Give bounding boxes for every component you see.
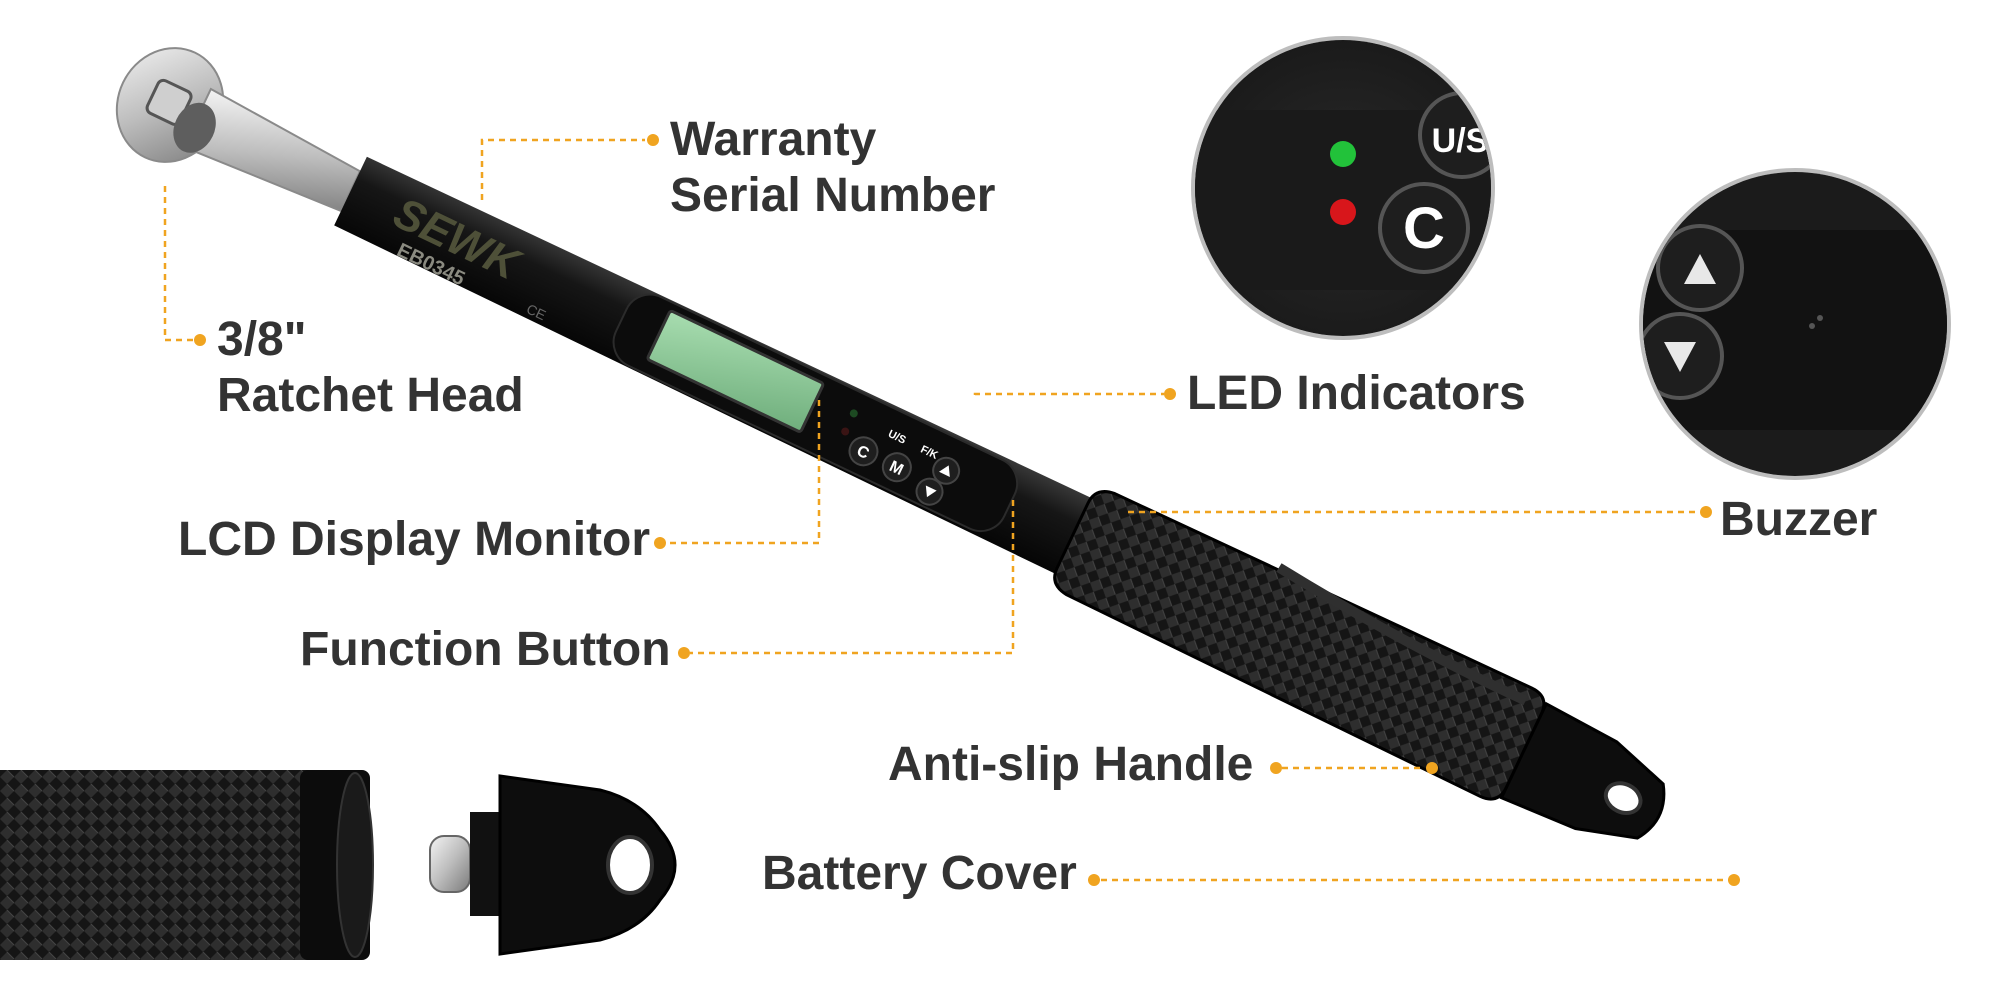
button-down[interactable]: [912, 474, 947, 509]
buzzer-inset: [1639, 168, 1951, 480]
leader-lines: [163, 138, 1730, 882]
triangle-up-icon: [939, 465, 950, 477]
callout-lcd: LCD Display Monitor: [178, 513, 651, 566]
callout-ratchet: 3/8" Ratchet Head: [217, 312, 524, 424]
ratchet-head: [115, 47, 362, 213]
led-green-zoom: [1330, 141, 1356, 167]
callout-battery: Battery Cover: [762, 847, 1077, 900]
triangle-down-icon: [925, 485, 937, 498]
callout-buzzer: Buzzer: [1720, 493, 1878, 546]
led-red: [841, 427, 850, 436]
detached-handle: [0, 770, 374, 960]
lanyard-hole: [1603, 781, 1643, 815]
buzzer-hole: [1817, 315, 1823, 321]
led-red-zoom: [1330, 199, 1356, 225]
ce-mark: CE: [524, 300, 548, 323]
button-c[interactable]: C: [845, 433, 882, 470]
lcd-display: [646, 309, 825, 433]
svg-text:M: M: [887, 458, 906, 479]
anti-slip-handle: [1053, 490, 1546, 801]
callout-function: Function Button: [300, 623, 671, 676]
battery-cap-detached: [429, 774, 677, 956]
torque-wrench: SEWK EB0345 CE C U/S M F/K: [115, 47, 1666, 840]
leader-dots: [194, 134, 1740, 886]
button-m[interactable]: M: [878, 449, 915, 486]
led-green: [849, 409, 858, 418]
callout-warranty-line2: Serial Number: [670, 169, 996, 222]
callout-ratchet-line1: 3/8": [217, 313, 307, 366]
callout-led: LED Indicators: [1187, 367, 1526, 420]
triangle-up-icon: [1684, 254, 1716, 284]
callout-warranty: Warranty Serial Number: [670, 112, 995, 224]
callout-handle: Anti-slip Handle: [888, 738, 1254, 791]
triangle-down-icon: [1664, 342, 1696, 372]
inset-c-label: C: [1403, 196, 1445, 261]
callout-warranty-line1: Warranty: [670, 113, 877, 166]
button-up[interactable]: [929, 453, 964, 488]
callout-ratchet-line2: Ratchet Head: [217, 369, 524, 422]
led-inset: U/S C: [1191, 36, 1495, 340]
